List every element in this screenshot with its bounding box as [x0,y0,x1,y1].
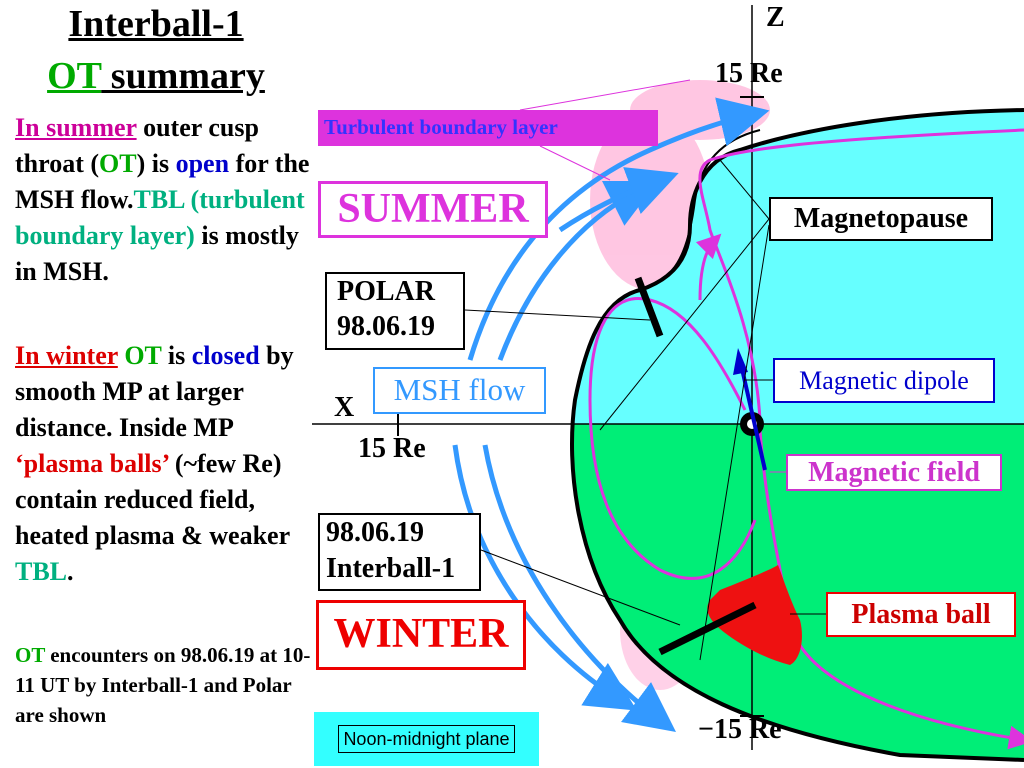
polar-label-line1: POLAR [337,276,435,307]
msh-flow-summer-1 [467,97,770,361]
interball-track [658,601,757,656]
polar-track [634,276,664,338]
z-bottom-label: −15 Re [698,714,782,745]
slide-title: Interball-1 [68,3,244,45]
polar-label: POLAR 98.06.19 [325,272,465,350]
dipole-axis [738,359,767,471]
x-axis-label: X [334,392,355,423]
interball-label-line1: 98.06.19 [326,517,424,548]
noon-midnight-plane-panel: Noon-midnight plane [314,712,539,766]
interball-label: 98.06.19 Interball-1 [318,513,481,591]
field-line-inner [588,297,757,580]
winter-label: WINTER [316,600,526,670]
msh-flow-summer-2 [497,181,658,361]
slide-subtitle: OT summary [47,55,265,97]
plasma-ball [707,565,802,665]
field-line-arrow [695,233,722,301]
summer-paragraph: In summer outer cusp throat (OT) is open… [15,113,310,286]
magnetic-dipole-label: Magnetic dipole [773,358,995,403]
field-line-summer-open [698,128,1024,421]
summer-label: SUMMER [318,181,548,238]
winter-paragraph: In winter OT is closed by smooth MP at l… [15,341,294,586]
interball-label-line2: Interball-1 [326,553,456,584]
magnetopause-label: Magnetopause [769,197,993,241]
polar-label-line2: 98.06.19 [337,311,435,342]
msh-flow-arrows [452,97,770,733]
encounters-paragraph: OT encounters on 98.06.19 at 10-11 UT by… [15,643,311,727]
noon-midnight-plane-label: Noon-midnight plane [338,725,515,753]
z-top-label: 15 Re [715,58,783,89]
msh-flow-label: MSH flow [373,367,546,414]
msh-flow-summer-3 [558,167,679,233]
x-tick-label: 15 Re [358,433,426,464]
dipole-arrowhead [733,348,748,375]
tbl-leader-lines [519,79,786,473]
msh-flow-winter-1 [452,444,637,711]
magnetic-field-label: Magnetic field [786,454,1002,491]
z-axis-label: Z [766,2,785,33]
msh-flow-winter-2 [482,444,676,733]
leader-lines [464,159,826,661]
plasma-ball-label: Plasma ball [826,592,1016,637]
turbulent-boundary-layer-label: Turbulent boundary layer [318,110,658,146]
